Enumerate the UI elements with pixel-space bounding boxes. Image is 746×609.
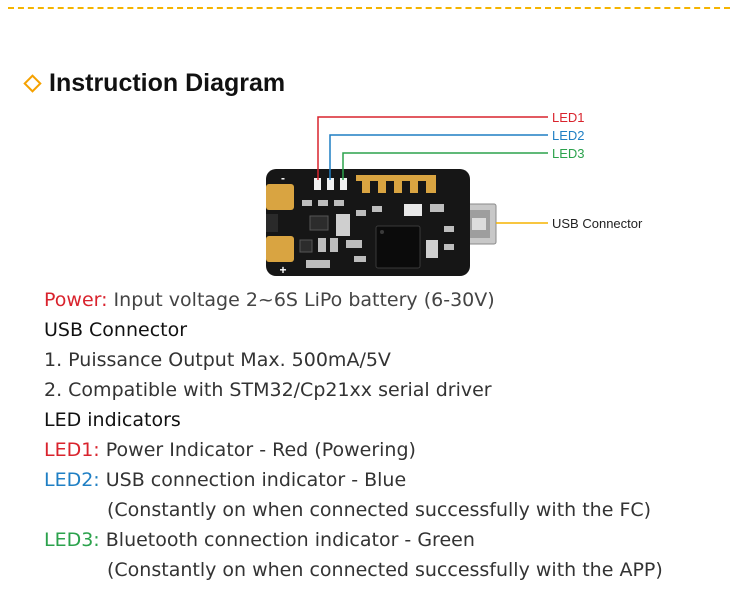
page-title: Instruction Diagram <box>49 68 286 97</box>
led1-callout-line <box>317 116 548 180</box>
section-heading: Instruction Diagram <box>22 66 285 100</box>
led2-label: LED2 <box>552 128 585 143</box>
description-block: Power: Input voltage 2~6S LiPo battery (… <box>44 285 663 585</box>
led2-line: LED2: USB connection indicator - Blue <box>44 465 663 495</box>
plus-mark: + <box>279 263 286 277</box>
led2-indicator <box>327 178 334 190</box>
minus-mark: - <box>281 171 285 185</box>
led1-label: LED1 <box>552 110 585 125</box>
led3-indicator <box>340 178 347 190</box>
mcu-chip <box>375 225 421 269</box>
power-label: Power: <box>44 289 108 311</box>
antenna-trace <box>356 175 436 199</box>
led3-label: LED3 <box>552 146 585 161</box>
dashed-separator <box>8 7 730 9</box>
led3-desc-text: Bluetooth connection indicator - Green <box>99 529 475 551</box>
usb-connector-label: USB Connector <box>552 216 643 231</box>
usb-heading: USB Connector <box>44 319 188 341</box>
usb-item-1: 1. Puissance Output Max. 500mA/5V <box>44 349 391 371</box>
led3-desc-label: LED3: <box>44 529 100 551</box>
usb-item-2: 2. Compatible with STM32/Cp21xx serial d… <box>44 379 492 401</box>
led3-line: LED3: Bluetooth connection indicator - G… <box>44 525 663 555</box>
led2-desc-text: USB connection indicator - Blue <box>99 469 407 491</box>
led3-note: (Constantly on when connected successful… <box>107 559 663 581</box>
led1-indicator <box>314 178 321 190</box>
power-line: Power: Input voltage 2~6S LiPo battery (… <box>44 285 663 315</box>
led-heading: LED indicators <box>44 409 181 431</box>
led1-desc-text: Power Indicator - Red (Powering) <box>99 439 416 461</box>
pcb-board: + - <box>266 169 470 277</box>
led3-callout-line <box>342 152 548 180</box>
power-pad-top <box>266 184 294 210</box>
led1-line: LED1: Power Indicator - Red (Powering) <box>44 435 663 465</box>
led2-note: (Constantly on when connected successful… <box>107 499 652 521</box>
power-pad-bottom <box>266 236 294 262</box>
led2-callout-line <box>329 134 548 180</box>
led1-desc-label: LED1: <box>44 439 100 461</box>
led2-desc-label: LED2: <box>44 469 100 491</box>
power-text: Input voltage 2~6S LiPo battery (6-30V) <box>107 289 495 311</box>
